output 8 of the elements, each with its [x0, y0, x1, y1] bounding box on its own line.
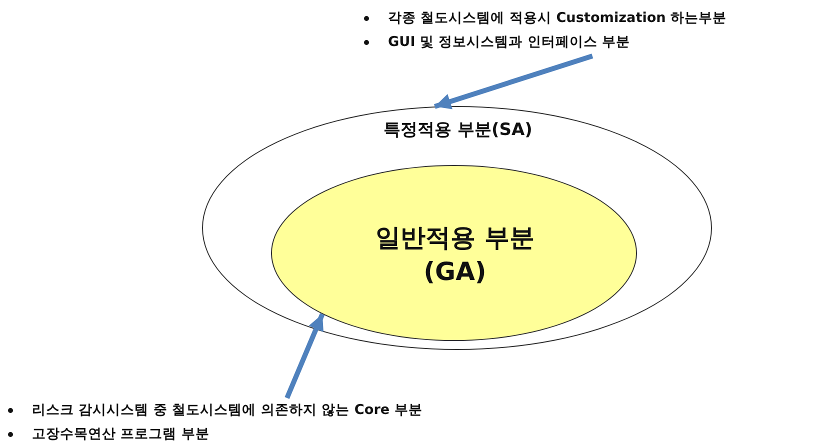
arrow	[284, 313, 325, 399]
bullet-text: 각종 철도시스템에 적용시 Customization 하는부분	[388, 10, 727, 26]
bullet-text: GUI 및 정보시스템과 인터페이스 부분	[388, 34, 630, 50]
ellipse-label: 일반적용 부분 (GA)	[374, 222, 536, 288]
ellipse-label: 특정적용 부분(SA)	[382, 119, 534, 141]
arrow	[434, 54, 594, 110]
bullet-text: 고장수목연산 프로그램 부분	[32, 426, 210, 442]
bullet-text: 리스크 감시시스템 중 철도시스템에 의존하지 않는 Core 부분	[32, 402, 422, 418]
